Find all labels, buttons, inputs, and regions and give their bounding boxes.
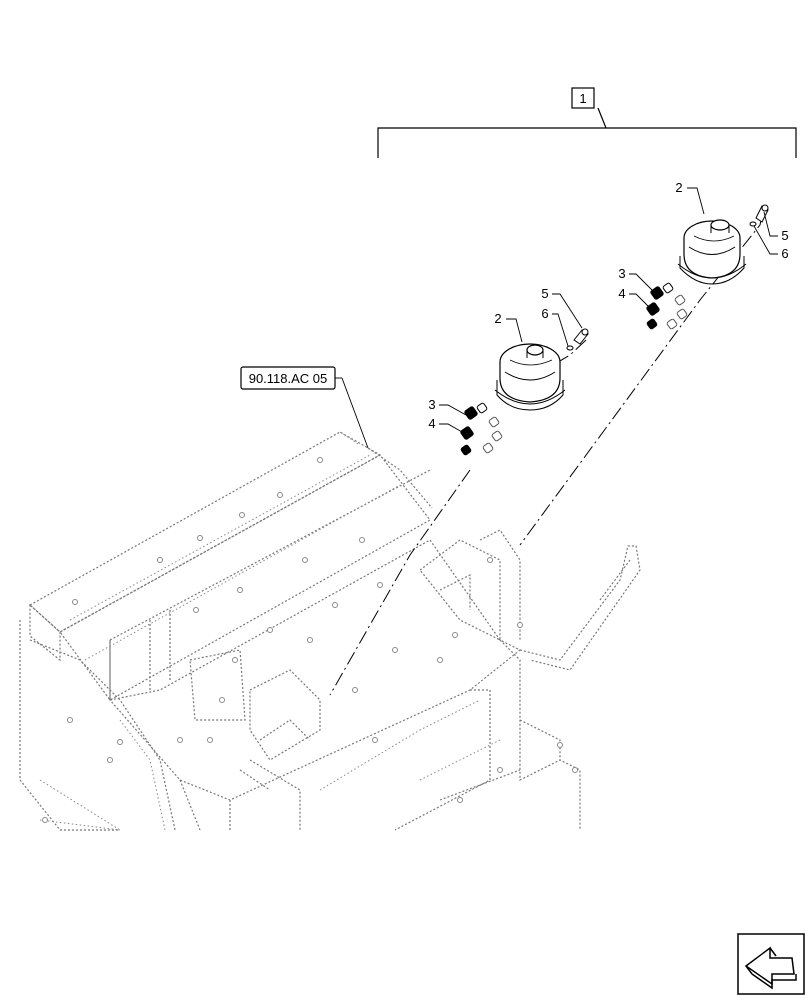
right-screw-callout: 5 (763, 211, 789, 243)
right-nut-upper-callout: 3 (618, 266, 653, 291)
left-nut-lower[interactable] (460, 426, 474, 456)
reference-tag-text: 90.118.AC 05 (249, 371, 328, 386)
machine-frame-outline (19, 431, 641, 831)
previous-page-arrow-icon[interactable] (737, 933, 805, 995)
left-valve-label: 2 (494, 311, 501, 326)
left-valve[interactable] (494, 343, 566, 411)
right-nut-lower-label: 4 (618, 286, 625, 301)
frame-holes (42, 457, 578, 823)
left-washer[interactable] (566, 345, 574, 351)
right-nut-ghosts (666, 294, 688, 330)
right-nut-lower-callout: 4 (618, 286, 649, 307)
left-screw[interactable] (573, 328, 589, 345)
assembly-callout-box: 1 (571, 87, 595, 109)
left-nut-upper[interactable] (464, 402, 488, 420)
right-nut-upper-label: 3 (618, 266, 625, 281)
left-screw-label: 5 (541, 286, 548, 301)
right-screw[interactable] (755, 204, 769, 223)
left-nut-lower-callout: 4 (428, 416, 463, 433)
right-valve[interactable] (677, 219, 747, 285)
left-washer-label: 6 (541, 306, 548, 321)
assembly-bracket (377, 107, 797, 158)
right-washer[interactable] (749, 221, 757, 227)
left-nut-upper-callout: 3 (428, 397, 467, 416)
reference-tag[interactable]: 90.118.AC 05 (240, 366, 369, 449)
right-washer-label: 6 (781, 246, 788, 261)
right-nut-upper[interactable] (650, 282, 674, 300)
assembly-callout-number: 1 (579, 91, 586, 106)
right-valve-callout: 2 (675, 180, 705, 215)
right-nut-lower[interactable] (646, 302, 660, 330)
left-washer-callout: 6 (541, 306, 569, 347)
left-nut-ghosts (482, 416, 503, 454)
right-washer-callout: 6 (753, 225, 789, 261)
left-screw-callout: 5 (541, 286, 583, 329)
left-valve-callout: 2 (494, 311, 523, 343)
left-nut-lower-label: 4 (428, 416, 435, 431)
right-screw-label: 5 (781, 228, 788, 243)
right-valve-label: 2 (675, 180, 682, 195)
left-nut-upper-label: 3 (428, 397, 435, 412)
